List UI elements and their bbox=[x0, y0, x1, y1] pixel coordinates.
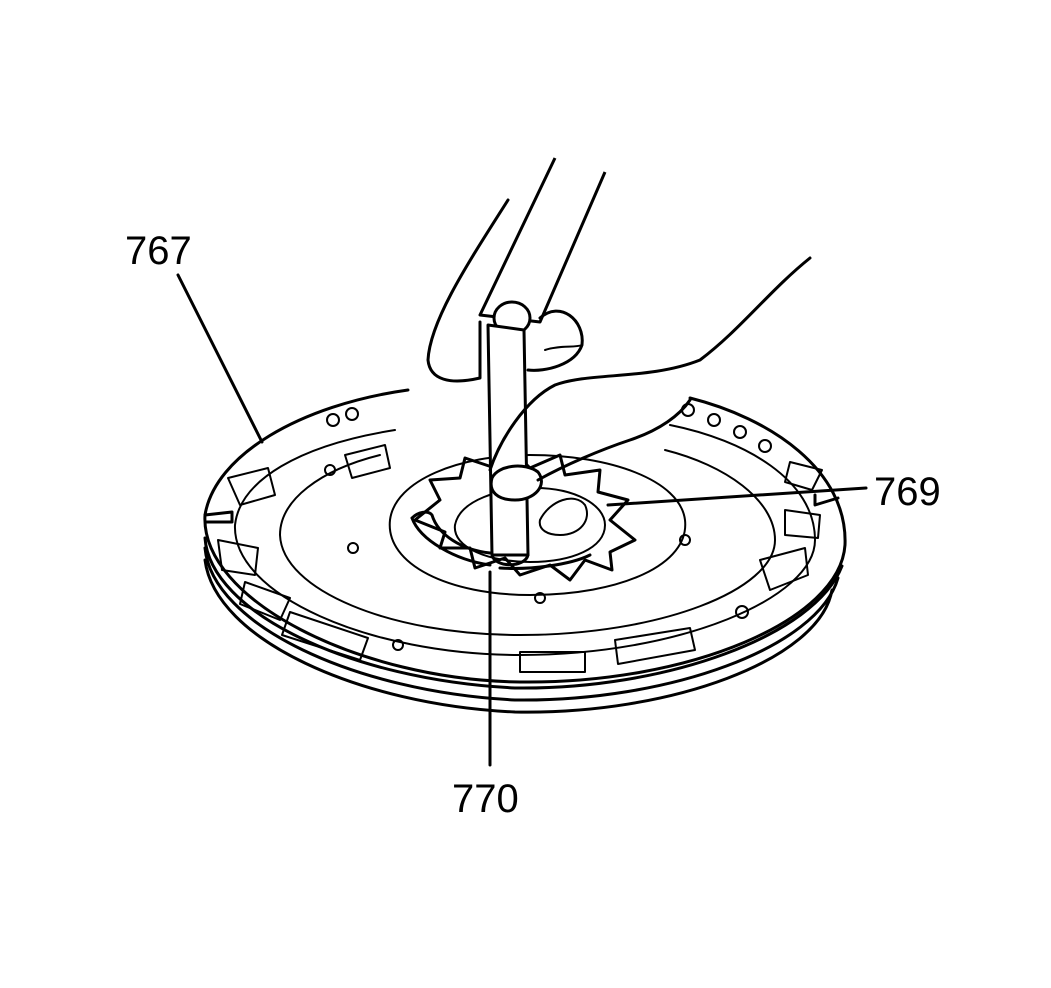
leader-767 bbox=[176, 273, 264, 444]
callout-767: 767 bbox=[125, 229, 192, 273]
callout-769: 769 bbox=[874, 470, 941, 514]
callout-770: 770 bbox=[452, 777, 519, 821]
leader-lines bbox=[176, 273, 868, 767]
plate-assembly bbox=[203, 388, 847, 714]
technician-hand bbox=[426, 198, 812, 502]
service-tool bbox=[478, 157, 607, 567]
leader-769 bbox=[606, 486, 868, 507]
callout-labels: 767 769 770 bbox=[125, 229, 941, 821]
snap-ring bbox=[410, 510, 592, 570]
